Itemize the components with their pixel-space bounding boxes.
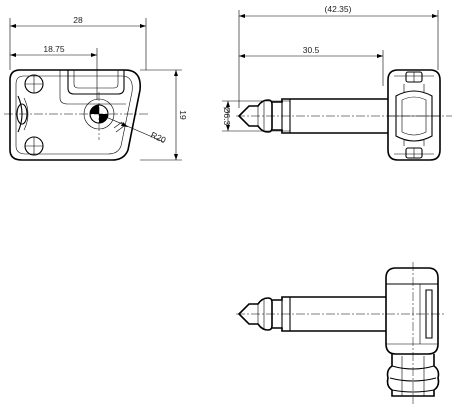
dimension-front-radius: R20: [98, 113, 168, 146]
bottom-view: [236, 262, 444, 404]
dimension-front-radius-label: R20: [149, 130, 168, 146]
dimension-side-plug: 30.5: [239, 45, 384, 86]
dimension-front-height-label: 19: [178, 110, 188, 120]
bottom-strain-relief: [386, 354, 440, 397]
dimension-front-offset-label: 18.75: [43, 44, 65, 54]
side-view: (42.35) 30.5 Ø6.3: [222, 4, 452, 161]
dimension-front-width-label: 28: [73, 15, 83, 25]
bottom-housing: [385, 267, 439, 355]
front-body-outline: [9, 69, 142, 161]
dimension-side-total-label: (42.35): [325, 4, 352, 14]
side-screw-bottom-icon: [405, 147, 423, 159]
dimension-front-offset: 18.75: [10, 44, 98, 100]
front-clamp-loop: [67, 70, 125, 95]
dimension-side-total: (42.35): [238, 4, 439, 108]
dimension-side-diameter-label: Ø6.3: [222, 107, 232, 126]
front-view: 28 18.75 19: [4, 15, 188, 161]
screw-top-left-icon: [24, 74, 44, 94]
dimension-front-width: 28: [9, 15, 147, 70]
dimension-front-height: 19: [140, 69, 188, 161]
dimension-side-diameter: Ø6.3: [222, 100, 290, 132]
dimension-side-plug-label: 30.5: [303, 45, 320, 55]
side-housing: [387, 69, 441, 161]
side-screw-top-icon: [405, 71, 423, 83]
screw-bottom-left-icon: [24, 136, 44, 156]
